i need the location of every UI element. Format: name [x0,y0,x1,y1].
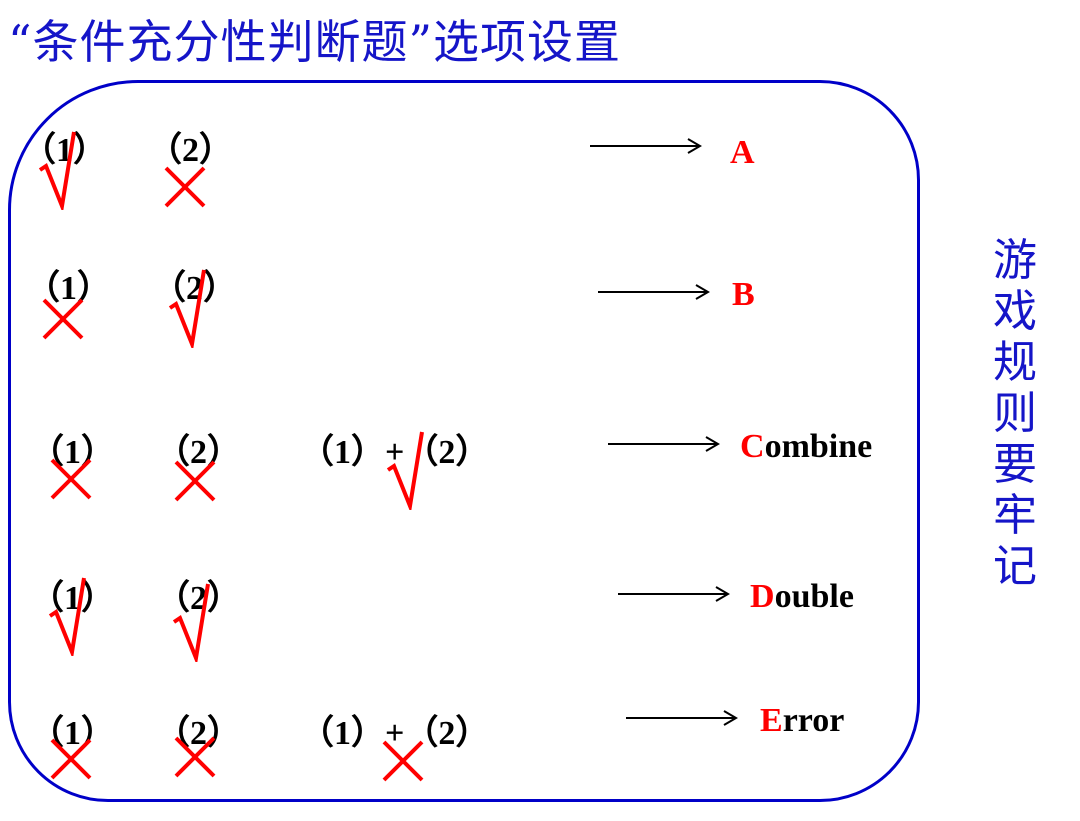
condition-1: （1） [26,270,111,307]
condition-1: （1） [22,132,107,169]
condition-2: （2） [156,715,241,752]
rules-frame [8,80,920,802]
arrow-right-icon [598,284,710,300]
arrow-right-icon [626,710,738,726]
page-title: “条件充分性判断题”选项设置 [8,15,622,69]
condition-1: （1） [30,715,115,752]
condition-1: （1） [30,434,115,471]
check-icon [172,583,210,662]
arrow-right-icon [608,436,720,452]
check-icon [38,131,76,210]
side-note-char: 规 [993,337,1037,388]
cross-icon [382,740,424,782]
option-label-e: Error [760,702,845,739]
side-note-char: 戏 [993,286,1037,337]
option-label-b: B [732,276,755,313]
side-note-char: 记 [993,541,1037,592]
check-icon [48,577,86,656]
condition-2: （2） [148,132,233,169]
option-label-a: A [730,134,755,171]
cross-icon [42,298,84,340]
side-note-char: 要 [993,439,1037,490]
arrow-right-icon [590,138,702,154]
cross-icon [50,458,92,500]
cross-icon [50,738,92,780]
side-note: 游 戏 规 则 要 牢 记 [985,235,1045,592]
condition-2: （2） [156,580,241,617]
side-note-char: 则 [993,388,1037,439]
cross-icon [164,166,206,208]
check-icon [386,431,424,510]
option-label-c: Combine [740,428,873,465]
combined-condition: （1）+（2） [300,715,490,752]
arrow-right-icon [618,586,730,602]
condition-1: （1） [30,580,115,617]
cross-icon [174,736,216,778]
check-icon [168,269,206,348]
condition-2: （2） [156,434,241,471]
cross-icon [174,460,216,502]
side-note-char: 游 [993,235,1037,286]
option-label-d: Double [750,578,854,615]
side-note-char: 牢 [993,490,1037,541]
condition-2: （2） [152,270,237,307]
